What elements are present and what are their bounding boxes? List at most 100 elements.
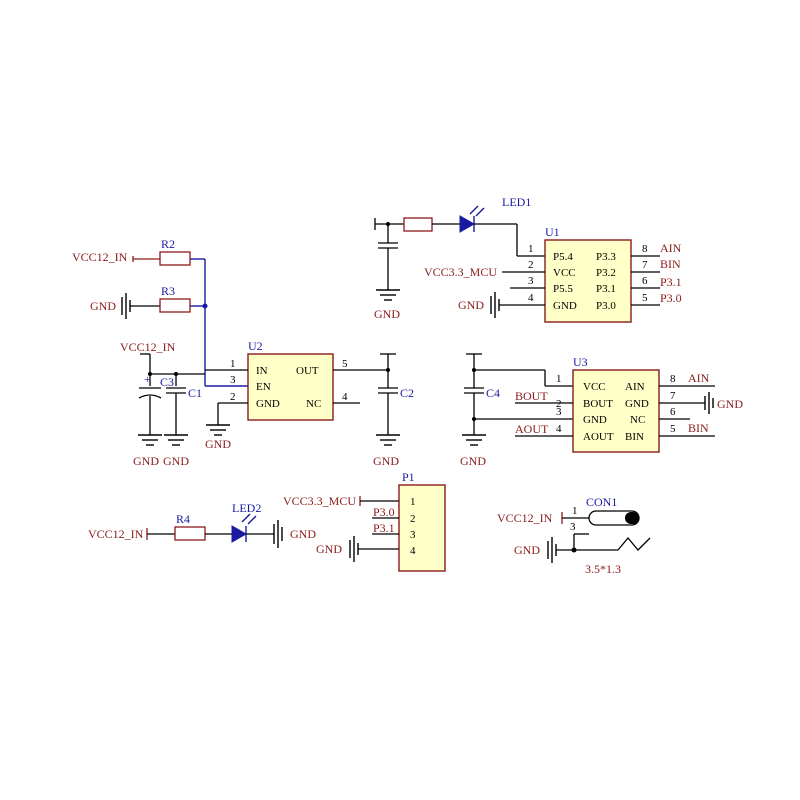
u3-body (572, 369, 660, 453)
u2-pin-num: 5 (342, 358, 348, 370)
p1-pin-num: 1 (410, 496, 416, 508)
label-r2: R2 (161, 237, 175, 251)
u1-pin-name: P3.1 (596, 283, 616, 295)
c2-capacitor-group: C2 GND (373, 353, 414, 468)
u2-pin-name: GND (256, 398, 280, 410)
u1-pin-name: P3.0 (596, 300, 616, 312)
u3-pin-name: VCC (583, 381, 606, 393)
net-label-ain-u1: AIN (660, 241, 682, 255)
net-label-vcc12-in-con1: VCC12_IN (497, 511, 553, 525)
u1-pin-num: 8 (642, 243, 648, 255)
gnd-symbol (376, 434, 400, 446)
net-label-ain-u3: AIN (688, 371, 710, 385)
label-c3: C3 (160, 375, 174, 389)
u3-pin-num: 4 (556, 423, 562, 435)
u1-pin-num: 4 (528, 292, 534, 304)
p1-pin-num: 2 (410, 513, 416, 525)
label-u3: U3 (573, 355, 588, 369)
u1-body (544, 239, 632, 323)
u2-pin-name: IN (256, 365, 268, 377)
u3-pin-num: 7 (670, 390, 676, 402)
gnd-symbol (376, 289, 400, 301)
u3-pin-num: 3 (556, 406, 562, 418)
u2-pin-name: OUT (296, 365, 319, 377)
label-p1: P1 (402, 470, 415, 484)
net-label-gnd-led2: GND (290, 527, 316, 541)
net-label-vcc33-mcu: VCC3.3_MCU (424, 265, 497, 279)
u3-driver: C4 GND U3 BOUT AOUT 1 VCC 2 BOUT 3 GND 4… (460, 353, 743, 468)
u2-pin-num: 4 (342, 391, 348, 403)
u2-body (247, 353, 334, 421)
led1-group: GND LED1 (374, 195, 545, 321)
junction-dot (202, 303, 208, 309)
net-label-gnd-u3: GND (717, 397, 743, 411)
net-label-gnd-c3: GND (133, 454, 159, 468)
net-label-bout: BOUT (515, 389, 548, 403)
gnd-symbol (704, 392, 714, 414)
u1-pin-name: GND (553, 300, 577, 312)
u1-pin-name: P3.3 (596, 251, 616, 263)
net-label-gnd-c1: GND (163, 454, 189, 468)
u2-pin-name: EN (256, 381, 271, 393)
u3-pin-num: 5 (670, 423, 676, 435)
resistor-led1 (403, 217, 433, 232)
u3-pin-name: GND (583, 414, 607, 426)
u3-pin-name: GND (625, 398, 649, 410)
led2-diode (231, 525, 248, 543)
u3-pin-name: BIN (625, 431, 644, 443)
gnd-symbol (547, 537, 557, 563)
net-label-gnd-u1: GND (458, 298, 484, 312)
net-label-gnd-r3: GND (90, 299, 116, 313)
label-con1: CON1 (586, 495, 617, 509)
u3-pin-name: AIN (625, 381, 645, 393)
net-label-gnd-p1: GND (316, 542, 342, 556)
capacitor-c3-curve (138, 394, 162, 399)
u2-pin-num: 1 (230, 358, 236, 370)
label-r3: R3 (161, 284, 175, 298)
p1-pin-num: 4 (410, 545, 416, 557)
net-label-p30-u1: P3.0 (660, 291, 682, 305)
resistor-r3 (159, 298, 191, 313)
input-capacitor-group: VCC12_IN + C3 C1 GND GND (120, 340, 205, 468)
net-label-gnd-c4: GND (460, 454, 486, 468)
u1-pin-num: 3 (528, 275, 534, 287)
u1-mcu: U1 VCC3.3_MCU GND 1 P5.4 2 VCC 3 P5.5 4 … (424, 225, 682, 323)
input-resistor-group: VCC12_IN R2 GND R3 (72, 237, 208, 386)
led1-diode (459, 215, 476, 233)
label-r4: R4 (176, 512, 190, 526)
gnd-symbol (206, 424, 230, 436)
u3-pin-name: NC (630, 414, 645, 426)
u3-pin-name: BOUT (583, 398, 613, 410)
u3-pin-num: 2 (556, 398, 562, 410)
u2-regulator: U2 GND 1 IN 3 EN 2 GND 5 OUT 4 NC (205, 339, 388, 451)
net-label-gnd-con1: GND (514, 543, 540, 557)
label-u2: U2 (248, 339, 263, 353)
con1-switch (617, 536, 651, 551)
u2-pin-num: 2 (230, 391, 236, 403)
p1-header: P1 VCC3.3_MCU P3.0 P3.1 GND 1 2 3 4 (283, 470, 446, 572)
u3-pin-num: 8 (670, 373, 676, 385)
con1-pin-num: 3 (570, 521, 576, 533)
con1-dc-jack: CON1 VCC12_IN 1 3 GND 3.5*1.3 (497, 495, 651, 576)
label-c1: C1 (188, 386, 202, 400)
u1-pin-num: 2 (528, 259, 534, 271)
u2-pin-num: 3 (230, 374, 236, 386)
svg-text:+: + (144, 372, 151, 386)
led2-group: VCC12_IN R4 LED2 GND (88, 501, 316, 548)
net-label-vcc12-in-r4: VCC12_IN (88, 527, 144, 541)
u2-pin-name: NC (306, 398, 321, 410)
gnd-symbol (273, 520, 283, 548)
con1-value: 3.5*1.3 (585, 562, 621, 576)
u1-pin-name: P5.4 (553, 251, 573, 263)
con1-pin (625, 512, 639, 524)
net-label-aout: AOUT (515, 422, 549, 436)
u1-pin-name: VCC (553, 267, 576, 279)
net-label-p31-u1: P3.1 (660, 275, 682, 289)
p1-pin-num: 3 (410, 529, 416, 541)
gnd-symbol (349, 536, 359, 562)
u1-pin-num: 1 (528, 243, 534, 255)
u1-pin-num: 7 (642, 259, 648, 271)
u3-pin-name: AOUT (583, 431, 614, 443)
net-label-vcc33-p1: VCC3.3_MCU (283, 494, 356, 508)
